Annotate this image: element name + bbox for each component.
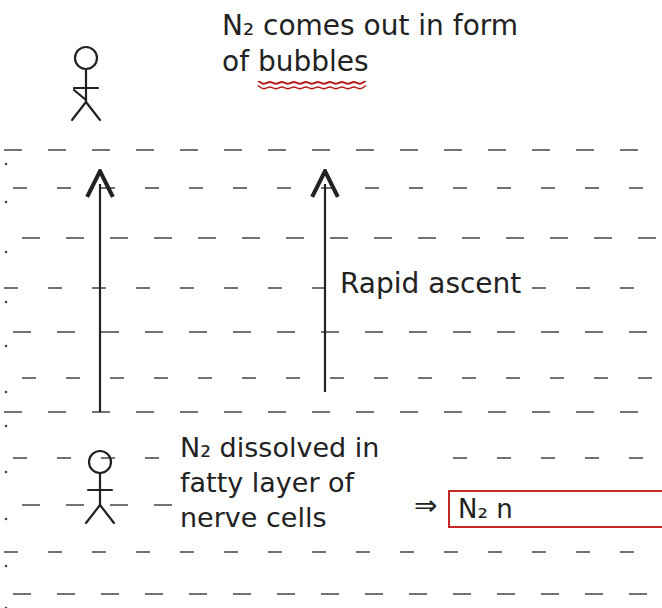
boxed-term: N₂ n <box>448 490 662 528</box>
ascent-arrow <box>99 184 101 412</box>
water-dot <box>5 391 8 394</box>
diver-top <box>72 47 100 120</box>
water-dot <box>5 518 8 521</box>
diver-bottom <box>86 451 114 523</box>
water-dot <box>5 565 8 568</box>
note-text: Rapid ascent <box>336 266 525 302</box>
implies-arrow: ⇒ <box>410 488 441 524</box>
water-dash <box>4 551 662 553</box>
water-dot <box>5 425 8 428</box>
water-dash <box>4 411 662 413</box>
wavy-underline <box>258 85 366 88</box>
water-dot <box>5 201 8 204</box>
water-dash <box>4 149 662 151</box>
ascent-arrow <box>324 184 326 392</box>
water-dash <box>13 331 662 333</box>
water-dashes <box>4 150 662 608</box>
water-dot <box>5 301 8 304</box>
wavy-underline <box>258 80 366 83</box>
water-dot <box>5 345 8 348</box>
water-dot <box>5 251 8 254</box>
note-text: N₂ comes out in form of bubbles <box>218 8 556 81</box>
note-text: N₂ dissolved in fatty layer of nerve cel… <box>176 430 434 535</box>
water-dash <box>22 237 662 239</box>
water-dash <box>13 593 662 595</box>
water-dash <box>13 187 662 189</box>
wavy-underline <box>258 80 366 88</box>
water-dash <box>22 377 662 379</box>
water-dash <box>4 287 662 289</box>
water-dot <box>5 471 8 474</box>
node-text: N₂ n <box>458 494 513 524</box>
water-dot <box>5 607 8 608</box>
water-dot <box>5 163 8 166</box>
